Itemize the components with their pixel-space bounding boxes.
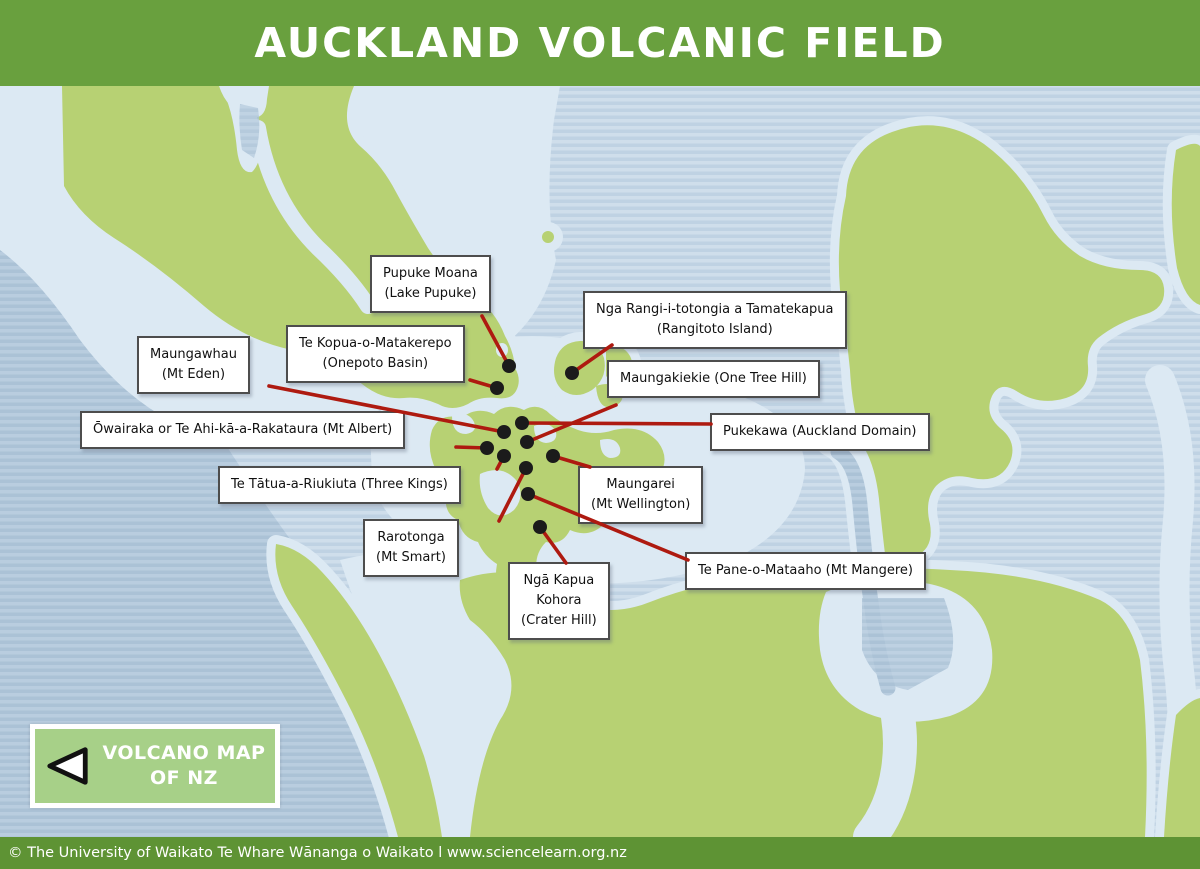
land-islet: [542, 231, 554, 243]
lake-pupuke-water: [496, 343, 508, 357]
header-bar: AUCKLAND VOLCANIC FIELD: [0, 0, 1200, 86]
back-triangle-icon: [46, 747, 88, 785]
volcano-label-onepoto: Te Kopua-o-Matakerepo(Onepoto Basin): [286, 325, 465, 384]
land-right-sliver: [1171, 143, 1200, 305]
volcano-label-owairaka: Ōwairaka or Te Ahi-kā-a-Rakataura (Mt Al…: [80, 411, 406, 450]
back-button-label: VOLCANO MAP OF NZ: [102, 742, 266, 789]
volcano-label-te-pane-o-mataaho: Te Pane-o-Mataaho (Mt Mangere): [685, 552, 926, 591]
mangere-striped-core: [862, 598, 954, 690]
volcano-label-rarotonga: Rarotonga(Mt Smart): [363, 519, 459, 578]
land-corner-southeast: [1164, 698, 1200, 837]
volcano-map-of-nz-button[interactable]: VOLCANO MAP OF NZ: [30, 724, 280, 808]
land-west-coast-strip: [275, 544, 442, 837]
volcano-label-maungarei: Maungarei(Mt Wellington): [578, 466, 704, 525]
volcano-label-maungawhau: Maungawhau(Mt Eden): [137, 336, 250, 395]
channel-upper-harbour: [250, 120, 376, 314]
estuary-striped-core: [239, 104, 260, 158]
volcano-label-te-tatua: Te Tātua-a-Riukiuta (Three Kings): [218, 466, 461, 505]
volcano-label-maungakiekie: Maungakiekie (One Tree Hill): [607, 360, 820, 399]
footer-bar: © The University of Waikato Te Whare Wān…: [0, 837, 1200, 869]
volcano-label-pukekawa: Pukekawa (Auckland Domain): [710, 413, 930, 452]
copyright-text: © The University of Waikato Te Whare Wān…: [8, 845, 627, 861]
page-title: AUCKLAND VOLCANIC FIELD: [254, 19, 946, 67]
volcano-label-pupuke-moana: Pupuke Moana(Lake Pupuke): [370, 255, 491, 314]
volcano-label-rangitoto: Nga Rangi-i-totongia a Tamatekapua(Rangi…: [583, 291, 847, 350]
